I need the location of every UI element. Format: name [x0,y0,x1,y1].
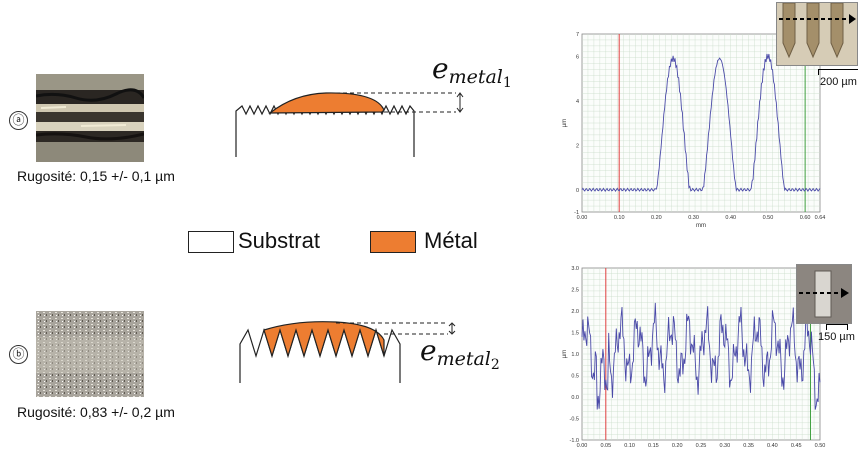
y-tick-label: -0.5 [570,417,579,423]
y-tick-label: 7 [576,32,579,38]
profile-chart-b: 0.00 0.05 0.10 0.15 0.20 0.25 0.30 0.35 0.40 0.45… [562,266,826,449]
x-tick-label: 0.20 [672,443,683,449]
y-tick-label: 1.0 [571,352,579,358]
y-tick-label: 0 [576,188,579,194]
y-tick-label: 4 [576,99,579,105]
y-tick-label: 0.0 [571,395,579,401]
x-tick-label: 0.40 [725,215,736,221]
thickness-label-1: emetal1 [432,52,512,91]
y-tick-label: 2 [576,143,579,149]
panel-a-schematic [235,92,464,157]
x-tick-label: 0.20 [651,215,662,221]
x-tick-label: 0.30 [719,443,730,449]
y-tick-label: -1 [574,210,579,216]
profile-a-inset-photo [776,2,858,66]
x-tick-label: 0.15 [648,443,659,449]
x-tick-label: 0.30 [688,215,699,221]
y-tick-label: 3.0 [571,266,579,272]
x-tick-label: 0.25 [696,443,707,449]
x-tick-label: 0.05 [600,443,611,449]
x-tick-label: 0.50 [763,215,774,221]
y-tick-label: 2.0 [571,309,579,315]
y-tick-label: 6 [576,54,579,60]
legend-substrat-label: Substrat [238,228,320,253]
scale-bar-a-label: 200 µm [820,76,857,88]
x-tick-label: 0.40 [767,443,778,449]
x-tick-label: 0.00 [577,443,588,449]
x-tick-label: 0.60 [800,215,811,221]
panel-b-marker: ⓑ [9,345,28,364]
panel-b-rugosity: Rugosité: 0,83 +/- 0,2 µm [17,404,175,420]
x-tick-label: 0.00 [577,215,588,221]
scale-bar-a [818,69,858,75]
panel-a-rugosity: Rugosité: 0,15 +/- 0,1 µm [17,168,175,184]
scale-bar-b-label: 150 µm [818,331,855,343]
profile-trace [581,302,821,410]
y-tick-label: 1.5 [571,331,579,337]
legend-metal-label: Métal [424,228,478,253]
legend-metal-swatch [370,231,416,253]
y-axis-label: µm [562,350,568,358]
legend-substrat-swatch [188,231,234,253]
panel-a-micrograph [36,74,144,162]
x-tick-label: 0.10 [624,443,635,449]
y-tick-label: 2.5 [571,288,579,294]
panel-a-metal-deposit [268,92,385,114]
panel-a-marker: ⓐ [9,111,28,130]
y-tick-label: -1.0 [570,438,579,444]
y-axis-label: µm [562,119,568,127]
thickness-label-2: emetal2 [420,334,500,373]
x-tick-label: 0.35 [743,443,754,449]
x-tick-label: 0.64 [815,215,826,221]
profile-b-inset-photo [796,264,852,324]
panel-b-micrograph [36,311,144,397]
profile-trace [581,53,821,192]
panel-b-schematic [239,321,456,383]
scale-bar-b [826,324,848,330]
x-axis-label: mm [696,223,706,229]
x-tick-label: 0.45 [791,443,802,449]
y-tick-label: 0.5 [571,374,579,380]
panel-b-metal-deposit [263,321,385,359]
x-tick-label: 0.50 [815,443,826,449]
x-tick-label: 0.10 [614,215,625,221]
